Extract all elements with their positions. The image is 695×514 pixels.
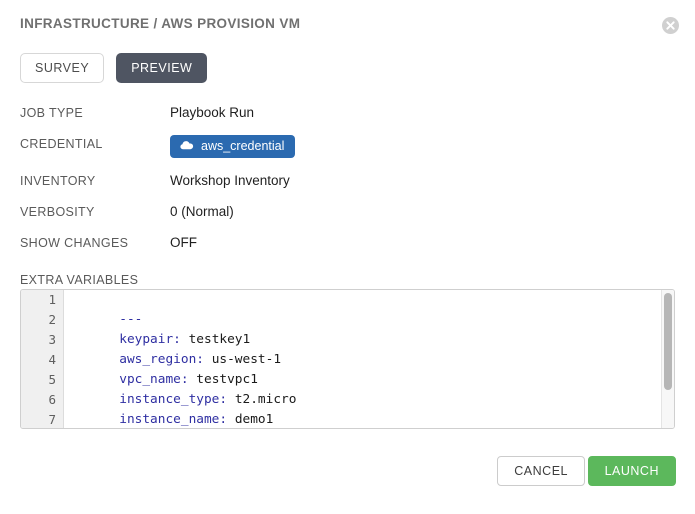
- code-key: aws_region:: [119, 352, 204, 367]
- detail-row-job-type: JOB TYPE Playbook Run: [0, 104, 695, 135]
- code-value: testkey1: [180, 332, 251, 347]
- line-number: 6: [48, 392, 56, 407]
- page-title: INFRASTRUCTURE / AWS PROVISION VM: [20, 16, 301, 31]
- code-key: vpc_name:: [119, 372, 189, 387]
- editor-vertical-scrollbar[interactable]: [661, 290, 674, 428]
- launch-button[interactable]: LAUNCH: [587, 456, 676, 486]
- credential-badge-label: aws_credential: [201, 139, 285, 153]
- line-number: 7: [48, 412, 56, 427]
- detail-row-verbosity: VERBOSITY 0 (Normal): [0, 203, 695, 234]
- line-number: 5: [48, 372, 56, 387]
- credential-badge[interactable]: aws_credential: [170, 135, 296, 158]
- detail-label-credential: CREDENTIAL: [20, 137, 103, 151]
- code-value: testvpc1: [188, 372, 258, 387]
- job-detail-list: JOB TYPE Playbook Run CREDENTIAL aws_cre…: [0, 104, 695, 265]
- detail-row-inventory: INVENTORY Workshop Inventory: [0, 172, 695, 203]
- code-line: instance_type: t2.micro: [73, 370, 660, 407]
- code-doc-marker: ---: [119, 312, 143, 327]
- tab-survey[interactable]: SURVEY: [20, 53, 105, 83]
- line-number: 4: [48, 352, 56, 367]
- code-key: keypair:: [119, 332, 181, 347]
- code-line: aws_region: us-west-1: [73, 330, 660, 367]
- detail-label-job-type: JOB TYPE: [20, 106, 84, 120]
- detail-value-verbosity: 0 (Normal): [170, 204, 234, 219]
- line-number: 2: [48, 312, 56, 327]
- modal-footer: CANCEL LAUNCH: [0, 456, 695, 486]
- code-line: keypair: testkey1: [73, 310, 660, 347]
- line-number: 3: [48, 332, 56, 347]
- code-value: us-west-1: [203, 352, 282, 367]
- close-icon[interactable]: [662, 17, 679, 34]
- detail-label-inventory: INVENTORY: [20, 174, 96, 188]
- detail-label-show-changes: SHOW CHANGES: [20, 236, 129, 250]
- tab-bar: SURVEY PREVIEW: [20, 53, 208, 83]
- code-key: instance_type:: [119, 392, 228, 407]
- code-key: instance_name:: [119, 412, 228, 427]
- editor-scrollbar-thumb[interactable]: [664, 293, 672, 390]
- extra-variables-label: EXTRA VARIABLES: [20, 273, 139, 287]
- tab-preview[interactable]: PREVIEW: [116, 53, 208, 83]
- detail-value-job-type: Playbook Run: [170, 105, 255, 120]
- code-line: vpc_name: testvpc1: [73, 350, 660, 387]
- cloud-icon: [180, 139, 194, 153]
- editor-code-area[interactable]: --- keypair: testkey1 aws_region: us-wes…: [65, 290, 660, 428]
- detail-value-inventory: Workshop Inventory: [170, 173, 290, 188]
- code-value: demo1: [227, 412, 274, 427]
- editor-line-number-gutter: 1 2 3 4 5 6 7: [21, 290, 64, 428]
- code-line: ---: [73, 290, 660, 327]
- detail-value-show-changes: OFF: [170, 235, 197, 250]
- extra-variables-editor[interactable]: 1 2 3 4 5 6 7 --- keypair: testkey1 aws_…: [20, 289, 675, 429]
- detail-row-show-changes: SHOW CHANGES OFF: [0, 234, 695, 265]
- code-value: t2.micro: [227, 392, 297, 407]
- detail-row-credential: CREDENTIAL aws_credential: [0, 135, 695, 172]
- modal-header: INFRASTRUCTURE / AWS PROVISION VM: [0, 0, 695, 40]
- line-number: 1: [48, 292, 56, 307]
- cancel-button[interactable]: CANCEL: [497, 456, 585, 486]
- detail-label-verbosity: VERBOSITY: [20, 205, 95, 219]
- code-line: instance_name: demo1: [73, 390, 660, 427]
